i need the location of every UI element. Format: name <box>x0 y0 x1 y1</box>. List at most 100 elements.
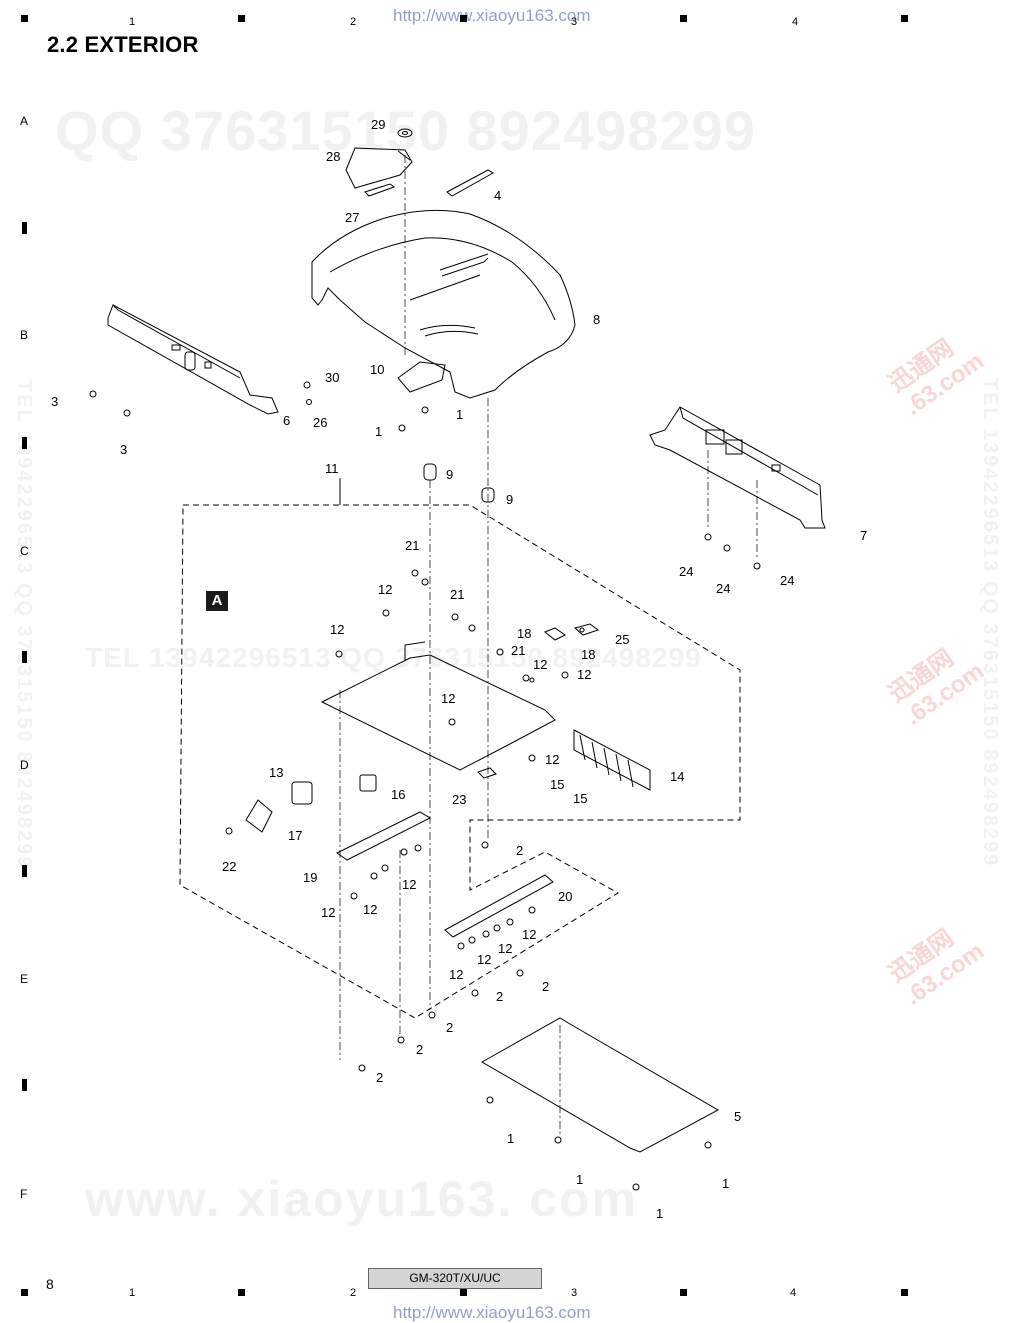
callout-label: 2 <box>542 979 550 994</box>
callout-label: 2 <box>416 1042 424 1057</box>
column-mark-bottom-3: 3 <box>571 1287 578 1299</box>
callout-label: 1 <box>656 1206 664 1221</box>
callout-label: 28 <box>326 149 341 164</box>
row-mark-d: D <box>20 758 29 772</box>
subassembly-a-boundary <box>179 504 741 1019</box>
callout-label: 24 <box>716 581 731 596</box>
row-mark-b: B <box>20 328 29 342</box>
watermark-vertical-left: TEL 13942296513 QQ 376315150 892498299 <box>13 380 35 870</box>
watermark-tel: TEL 13942296513 QQ 376315150 892498299 <box>85 642 702 673</box>
clip-23-part <box>477 767 497 779</box>
knob-cap-part <box>345 128 494 197</box>
row-mark-c: C <box>20 544 29 558</box>
watermark-vertical-right: TEL 13942296513 QQ 376315150 892498299 <box>979 378 1001 868</box>
callout-label: 21 <box>511 643 526 658</box>
callout-label: 4 <box>494 188 502 203</box>
callout-label: 12 <box>402 877 417 892</box>
callout-label: 21 <box>405 538 420 553</box>
border-square-mark <box>238 1289 245 1296</box>
callout-label: 2 <box>446 1020 454 1035</box>
callout-label: 18 <box>581 647 596 662</box>
callout-label: 29 <box>371 117 386 132</box>
callout-label: 7 <box>860 528 868 543</box>
clip-25-part <box>573 623 600 636</box>
header-url-link[interactable]: http://www.xiaoyu163.com <box>393 6 591 25</box>
callout-label: 12 <box>477 952 492 967</box>
border-square-mark <box>680 15 687 22</box>
column-mark-1: 1 <box>129 16 136 28</box>
callout-label: 12 <box>545 752 560 767</box>
border-square-mark <box>680 1289 687 1296</box>
border-bar-mark <box>22 437 27 449</box>
callout-label: 25 <box>615 632 630 647</box>
holder-17-part <box>245 799 273 833</box>
callout-label: 1 <box>722 1176 730 1191</box>
callout-label: 12 <box>330 622 345 637</box>
callout-label: 12 <box>498 941 513 956</box>
connector-strip-part <box>573 729 651 791</box>
column-mark-2: 2 <box>350 16 357 28</box>
border-square-mark <box>238 15 245 22</box>
callout-label: 9 <box>506 492 514 507</box>
right-bracket-part <box>649 406 826 529</box>
border-bar-mark <box>22 651 27 663</box>
callout-label: 26 <box>313 415 328 430</box>
screws <box>89 381 761 1191</box>
spacer-9-a <box>423 463 437 481</box>
callout-label: 14 <box>670 769 685 784</box>
sub-board-20 <box>444 874 554 938</box>
callout-label: 1 <box>507 1131 515 1146</box>
watermark-qq: QQ 376315150 892498299 <box>55 99 756 162</box>
callout-label: 16 <box>391 787 406 802</box>
border-square-mark <box>21 1289 28 1296</box>
callout-label: 20 <box>558 889 573 904</box>
jack-part <box>291 781 313 805</box>
column-mark-3: 3 <box>571 16 578 28</box>
callout-label: 15 <box>573 791 588 806</box>
row-mark-f: F <box>20 1187 28 1201</box>
border-bar-mark <box>22 865 27 877</box>
callout-label: 12 <box>441 691 456 706</box>
alignment-guides <box>339 155 758 1135</box>
callout-label: 12 <box>378 582 393 597</box>
callout-label: 5 <box>734 1109 742 1124</box>
callout-label: 1 <box>375 424 383 439</box>
callout-label: 12 <box>577 667 592 682</box>
callout-label: 12 <box>522 927 537 942</box>
page-number: 8 <box>46 1276 54 1292</box>
callout-label: 30 <box>325 370 340 385</box>
callout-label: 12 <box>449 967 464 982</box>
slot-cover-10 <box>397 361 446 393</box>
callout-label: 24 <box>780 573 795 588</box>
row-mark-a: A <box>20 114 29 128</box>
callout-label: 10 <box>370 362 385 377</box>
left-bracket-part <box>107 304 279 415</box>
border-square-mark <box>901 15 908 22</box>
callout-label: 12 <box>533 657 548 672</box>
callout-label: 15 <box>550 777 565 792</box>
bottom-plate-part <box>480 1017 720 1153</box>
border-square-mark <box>460 15 467 22</box>
subassembly-a-badge: A <box>206 591 228 611</box>
model-number-box: GM-320T/XU/UC <box>368 1268 542 1289</box>
column-mark-bottom-1: 1 <box>129 1287 136 1299</box>
callout-label: 2 <box>376 1070 384 1085</box>
footer-url-link[interactable]: http://www.xiaoyu163.com <box>393 1303 591 1322</box>
top-cover-part <box>311 209 576 399</box>
callout-label: 9 <box>446 467 454 482</box>
callout-label: 19 <box>303 870 318 885</box>
callout-label: 12 <box>363 902 378 917</box>
callout-label: 18 <box>517 626 532 641</box>
border-square-mark <box>901 1289 908 1296</box>
watermark-www: www. xiaoyu163. com <box>85 1171 639 1227</box>
border-square-mark <box>460 1289 467 1296</box>
callout-label: 12 <box>321 905 336 920</box>
callout-label: 3 <box>51 394 59 409</box>
clip-18-part <box>544 627 566 641</box>
callout-label: 13 <box>269 765 284 780</box>
border-square-mark <box>21 15 28 22</box>
callout-label: 27 <box>345 210 360 225</box>
main-pcb-board <box>320 641 556 771</box>
callout-label: 6 <box>283 413 291 428</box>
